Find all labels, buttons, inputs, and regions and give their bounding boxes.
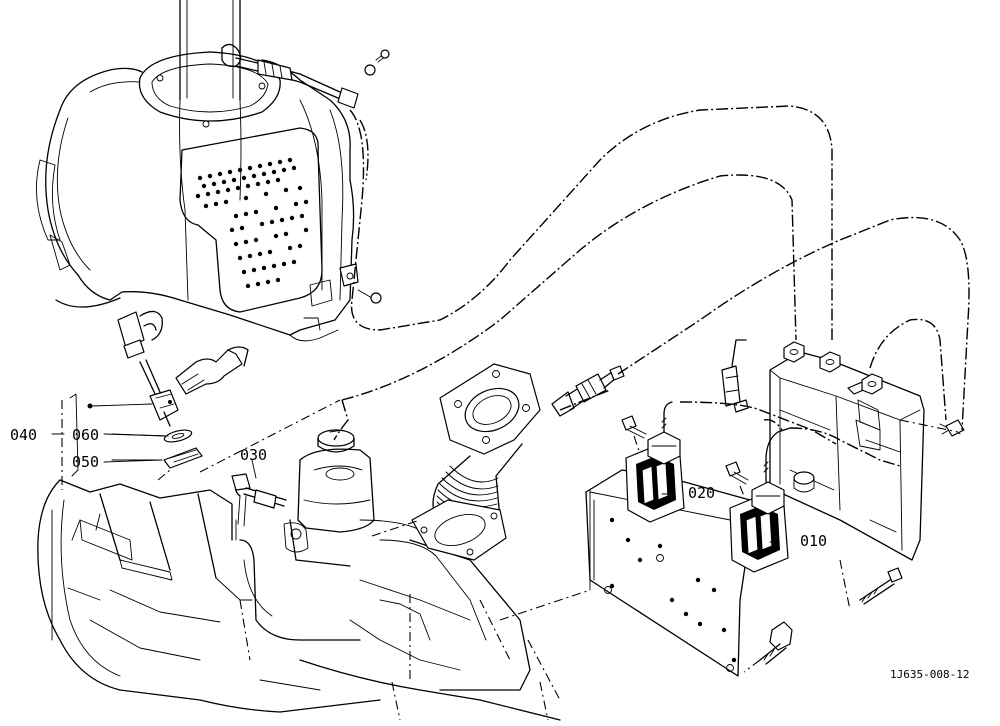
perforated-heat-shield <box>179 127 323 313</box>
part-label-060: 060 <box>72 426 99 444</box>
callout-leaders <box>51 433 779 543</box>
harness-connector <box>721 339 749 413</box>
upper-tank-assembly <box>36 0 355 342</box>
mounting-bolts <box>621 415 965 665</box>
temperature-sensor-030 <box>231 473 287 541</box>
bracket-bolt <box>339 263 382 304</box>
exhaust-bellows-pipe <box>411 363 541 561</box>
sensor-assembly-040 <box>69 310 249 477</box>
part-label-040: 040 <box>10 426 37 444</box>
part-label-050: 050 <box>72 453 99 471</box>
nox-sensor-010 <box>729 427 791 573</box>
sensor-mount-bracket <box>769 351 925 561</box>
part-label-010: 010 <box>800 532 827 550</box>
drawing-code: 1J635-008-12 <box>890 668 969 681</box>
lower-frame <box>37 448 561 721</box>
nox-sensor-020 <box>625 401 685 523</box>
upper-temperature-sensor <box>221 43 390 109</box>
bracket-nuts <box>783 341 883 395</box>
part-label-020: 020 <box>688 484 715 502</box>
part-label-030: 030 <box>240 446 267 464</box>
part-labels: 040 060 050 030 020 010 1J635-008-12 <box>10 426 969 681</box>
middle-sensor-probe <box>551 365 625 417</box>
sensor-wiring-harness <box>61 105 970 721</box>
